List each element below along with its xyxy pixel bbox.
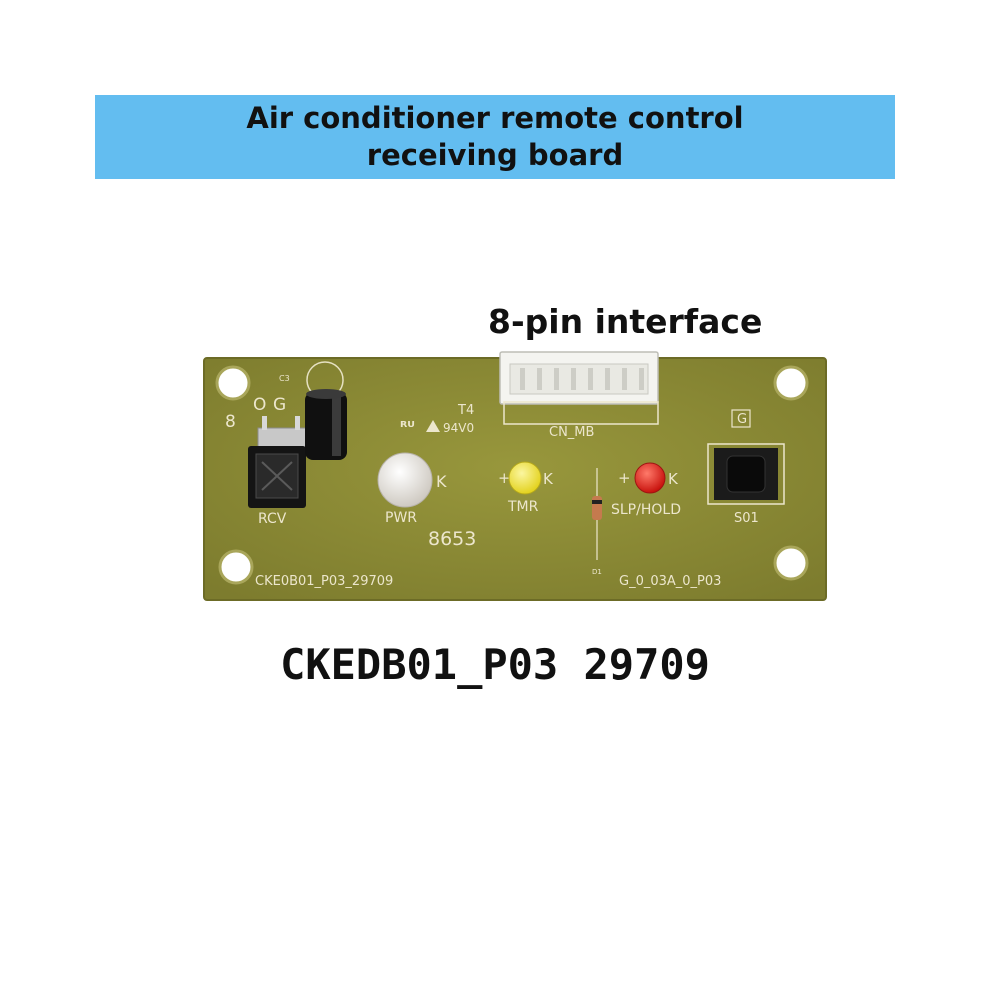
mounting-hole-bottom-right: [773, 545, 809, 581]
diode-label: D1: [592, 568, 602, 576]
led-tmr: [508, 461, 542, 495]
title-line-2: receiving board: [366, 138, 624, 172]
switch-mark: G: [737, 412, 747, 427]
mounting-hole-top-right: [773, 365, 809, 401]
capacitor-label: C3: [279, 374, 290, 383]
led-slp-k: K: [668, 470, 679, 488]
rating-label: 94V0: [443, 421, 474, 435]
rating-mark: T4: [457, 403, 474, 418]
electrolytic-capacitor: [305, 361, 347, 460]
led-pwr-label: PWR: [385, 510, 417, 526]
pin-mark-o: O: [253, 395, 266, 415]
led-tmr-plus: +: [498, 469, 511, 487]
switch-label: S01: [734, 511, 759, 526]
diode-d1: [592, 468, 602, 560]
mounting-hole-top-left: [215, 365, 251, 401]
connector-label: CN_MB: [549, 425, 594, 440]
led-slp-label: SLP/HOLD: [611, 502, 681, 518]
part-number-left: CKE0B01_P03_29709: [255, 574, 393, 589]
led-slp: [634, 462, 666, 494]
model-caption: CKEDB01_P03 29709: [280, 640, 710, 689]
title-line-1: Air conditioner remote control: [246, 101, 744, 135]
title-banner: Air conditioner remote control receiving…: [95, 95, 895, 179]
led-pwr-k: K: [436, 472, 447, 491]
warning-triangle-icon: [426, 420, 440, 432]
connector-caption: 8-pin interface: [488, 302, 763, 341]
part-number-right: G_0_03A_0_P03: [619, 574, 721, 589]
led-tmr-k: K: [543, 470, 554, 488]
led-tmr-label: TMR: [507, 499, 539, 515]
tactile-switch: [707, 443, 785, 505]
ul-logo-icon: ᴿᵁ: [400, 418, 415, 436]
batch-number: 8653: [428, 528, 476, 550]
receiver-label: RCV: [258, 511, 287, 527]
pin-mark-8: 8: [225, 412, 236, 432]
led-pwr: [377, 452, 433, 508]
pcb-photo: 8 O G C3 RCV T4 ᴿᵁ 94V0 CN_MB G: [203, 351, 827, 601]
pin-mark-g: G: [273, 395, 286, 415]
mounting-hole-bottom-left: [218, 549, 254, 585]
led-slp-plus: +: [618, 469, 631, 487]
connector-cn-mb: [499, 351, 659, 425]
